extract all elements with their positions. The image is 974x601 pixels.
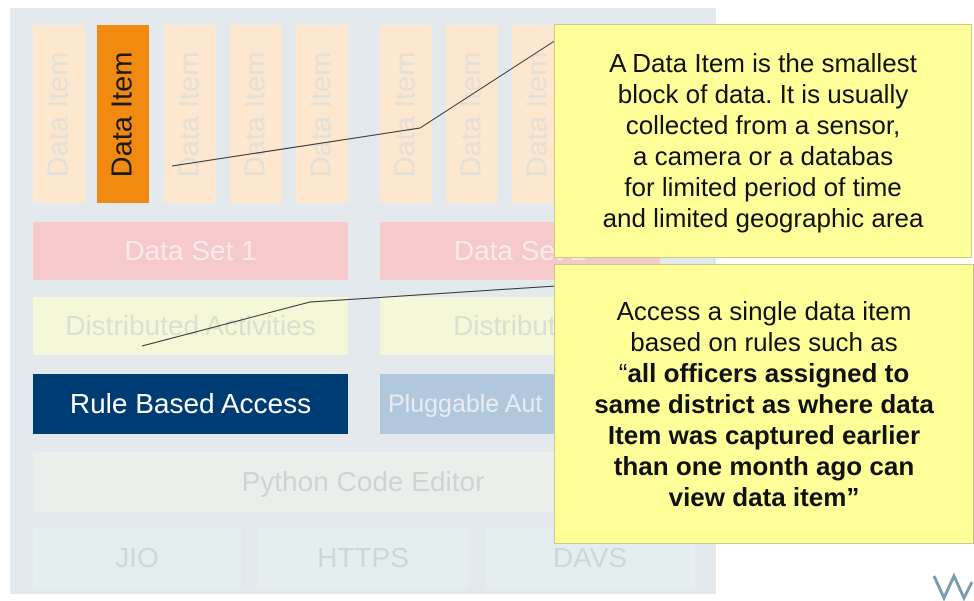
logo-icon: [932, 572, 974, 601]
data-item-3: Data Item: [164, 25, 216, 203]
callout-line: based on rules such as: [630, 326, 898, 357]
callout-data-item-definition: A Data Item is the smallest block of dat…: [554, 24, 972, 258]
callout-line: collected from a sensor,: [625, 110, 901, 140]
callout-line: and limited geographic area: [602, 203, 924, 233]
callout-line: a camera or a databas: [632, 141, 894, 171]
connector-line-top: [171, 39, 557, 167]
connector-line-bottom: [141, 285, 557, 347]
data-item-2-highlighted: Data Item: [97, 25, 149, 203]
callout-bold-line: Item was captured earlier: [607, 419, 921, 450]
callout-bold-line: same district as where data: [594, 388, 934, 419]
callout-bold-line: view data item”: [668, 481, 860, 512]
data-item-1: Data Item: [33, 25, 85, 203]
callout-line: block of data. It is usually: [617, 79, 909, 109]
protocol-jio: JIO: [33, 528, 241, 588]
protocol-https: HTTPS: [258, 528, 468, 588]
data-item-4: Data Item: [230, 25, 282, 203]
callout-bold-line: than one month ago can: [613, 450, 915, 481]
callout-line: A Data Item is the smallest: [609, 48, 917, 78]
data-item-7: Data Item: [446, 25, 498, 203]
callout-line: for limited period of time: [624, 172, 902, 202]
callout-rule-example: Access a single data item based on rules…: [554, 264, 974, 544]
callout-line: Access a single data item: [616, 295, 912, 326]
data-item-5: Data Item: [296, 25, 348, 203]
quote-mark: “: [618, 357, 628, 388]
callout-bold-line: all officers assigned to: [627, 357, 910, 388]
data-set-1: Data Set 1: [33, 222, 348, 280]
rule-based-access: Rule Based Access: [33, 374, 348, 434]
distributed-activities: Distributed Activities: [33, 297, 348, 355]
data-item-6: Data Item: [380, 25, 432, 203]
callout-quote-line: “all officers assigned to: [619, 358, 909, 389]
